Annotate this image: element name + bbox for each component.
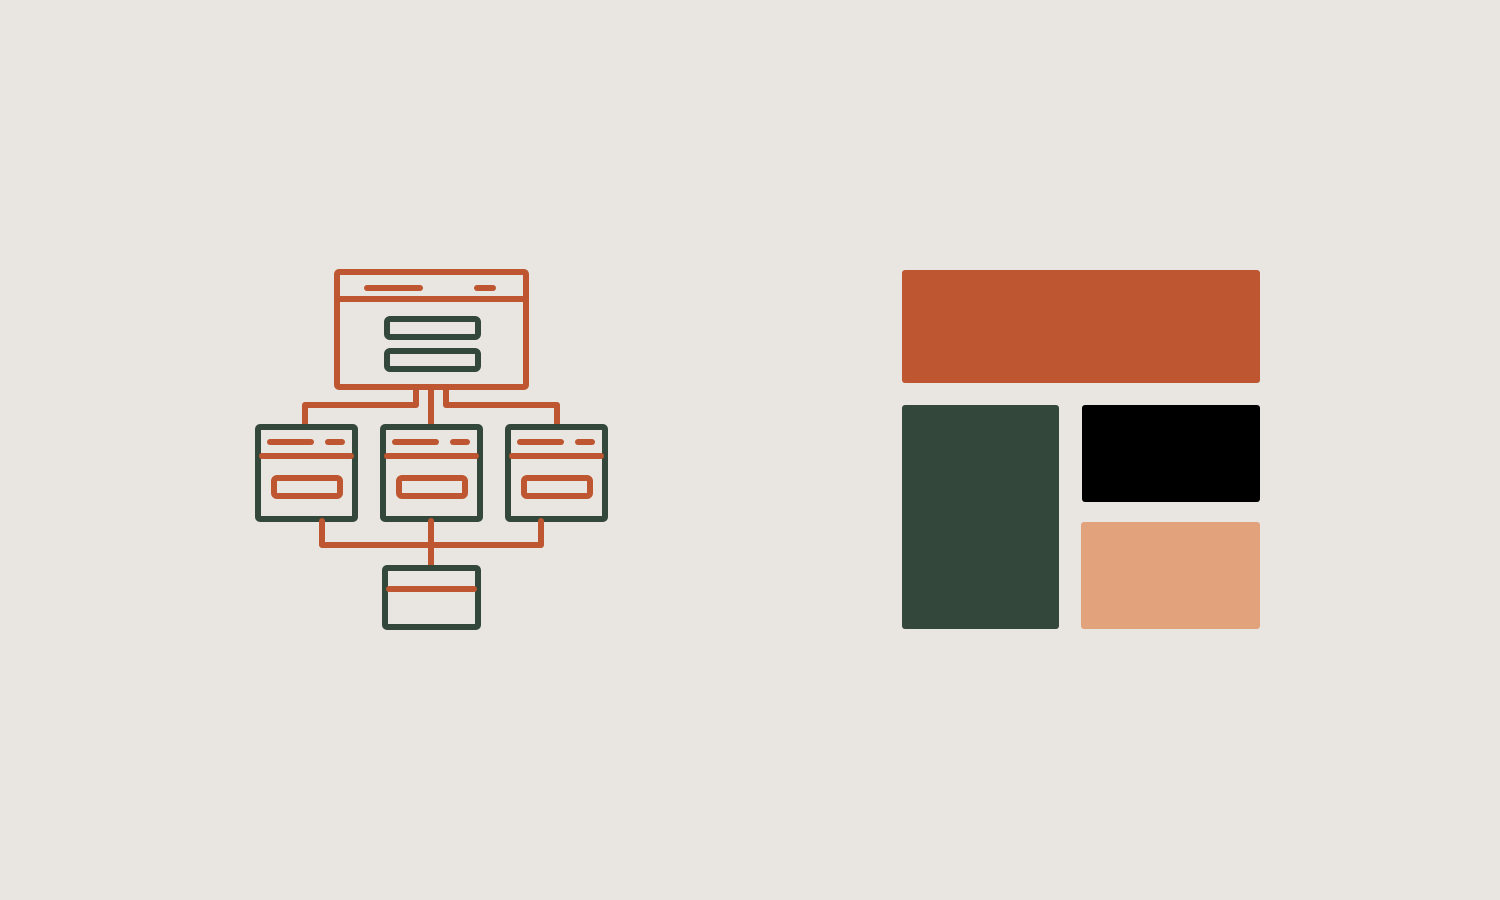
child-page-1-node [255, 424, 358, 522]
home-page-node [334, 269, 529, 390]
content-block [1082, 405, 1260, 502]
secondary-content-block [1081, 522, 1260, 629]
child-page-2-node [380, 424, 483, 522]
child-page-3-node [505, 424, 608, 522]
top-connectors [302, 385, 560, 428]
bottom-connectors [319, 518, 544, 569]
header-block [902, 270, 1260, 383]
footer-page-node [382, 565, 481, 630]
sidebar-block [902, 405, 1059, 629]
